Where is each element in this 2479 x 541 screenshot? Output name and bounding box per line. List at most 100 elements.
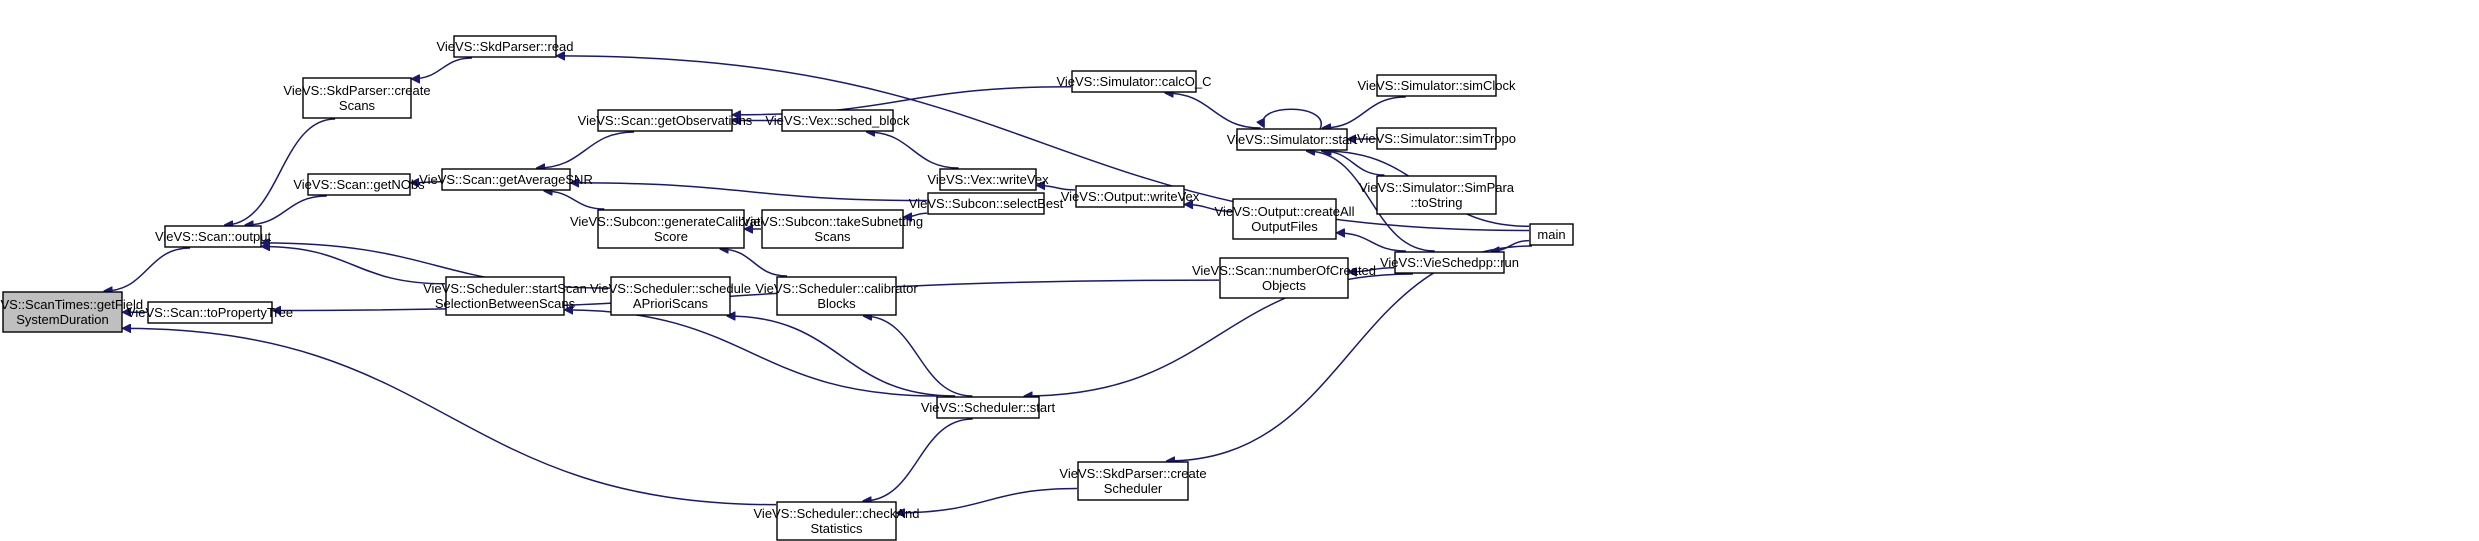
node-vex-sched-block[interactable]: VieVS::Vex::sched_block — [765, 109, 910, 132]
node-box — [936, 396, 1040, 419]
call-edge-main-to-skd-parser-read — [557, 56, 1530, 232]
node-label-line: VieVS::Vex::sched_block — [765, 113, 910, 128]
call-edge-skd-parser-create-scans-to-scan-output — [225, 118, 336, 225]
node-label-line: VieVS::Output::writeVex — [1061, 189, 1200, 204]
node-start-scan-selection[interactable]: VieVS::Scheduler::startScanSelectionBetw… — [423, 276, 587, 316]
call-edge-scheduler-start-to-check-and-statistics — [863, 418, 973, 501]
node-label-line: VieVS::Scan::output — [155, 229, 272, 244]
node-label-line: VieVS::Scheduler::schedule — [590, 281, 751, 296]
node-box — [1077, 461, 1189, 501]
call-edge-scheduler-start-to-start-scan-selection — [565, 310, 939, 397]
call-edge-scheduler-start-to-schedule-apriori-scans — [727, 316, 956, 397]
node-label-line: VieVS::SkdParser::create — [1059, 466, 1206, 481]
node-main[interactable]: main — [1529, 223, 1574, 246]
node-output-write-vex[interactable]: VieVS::Output::writeVex — [1061, 185, 1200, 208]
node-label-line: VieVS::Subcon::generateCalibrator — [570, 214, 773, 229]
node-box — [1071, 70, 1197, 93]
call-edge-simulator-sim-para-to-string-to-simulator-start — [1322, 151, 1385, 176]
call-edge-subcon-select-best-to-scan-get-average-snr — [571, 183, 928, 202]
call-edge-start-scan-selection-to-scan-output — [262, 246, 446, 285]
call-edge-scan-output-to-get-field-system-duration — [104, 247, 191, 291]
node-simulator-calc-oc[interactable]: VieVS::Simulator::calcO_C — [1056, 70, 1212, 93]
node-box — [927, 192, 1045, 215]
node-box — [164, 225, 262, 248]
node-label-line: VieVS::Subcon::takeSubnetting — [742, 214, 923, 229]
node-label-line: Blocks — [817, 296, 856, 311]
node-box — [1232, 198, 1337, 240]
node-label-line: Score — [654, 229, 688, 244]
node-simulator-start[interactable]: VieVS::Simulator::start — [1227, 128, 1358, 151]
call-edge-simulator-sim-clock-to-simulator-start — [1323, 96, 1406, 128]
node-scan-get-nobs[interactable]: VieVS::Scan::getNObs — [293, 173, 425, 196]
node-label-line: VieVS::Simulator::start — [1227, 132, 1358, 147]
node-simulator-sim-tropo[interactable]: VieVS::Simulator::simTropo — [1357, 127, 1516, 150]
node-label-line: VieVS::Scan::numberOfCreated — [1192, 263, 1376, 278]
node-label-line: Scheduler — [1104, 481, 1163, 496]
node-skd-parser-read[interactable]: VieVS::SkdParser::read — [436, 35, 574, 58]
node-label-line: VieVS::ScanTimes::getField — [0, 297, 143, 312]
node-box — [1394, 251, 1505, 274]
node-label-line: VieVS::Scan::toPropertyTree — [127, 305, 293, 320]
node-box — [302, 77, 412, 119]
node-label-line: VieVS::SkdParser::create — [283, 83, 430, 98]
call-edge-scheduler-calibrator-blocks-to-subcon-generate-calibrator-score — [720, 249, 788, 277]
node-scheduler-start[interactable]: VieVS::Scheduler::start — [921, 396, 1056, 419]
node-label-line: Objects — [1262, 278, 1307, 293]
node-box — [776, 501, 897, 541]
node-vie-schedpp-run[interactable]: VieVS::VieSchedpp::run — [1380, 251, 1519, 274]
call-edge-scan-get-nobs-to-scan-output — [245, 195, 327, 225]
node-label-line: Scans — [814, 229, 851, 244]
node-label-line: VieVS::Vex::writeVex — [927, 172, 1049, 187]
call-edge-scheduler-start-to-scheduler-calibrator-blocks — [864, 316, 973, 397]
call-edge-subcon-select-best-to-subcon-take-subnetting-scans — [904, 212, 928, 217]
node-box — [597, 109, 733, 132]
node-vex-write-vex[interactable]: VieVS::Vex::writeVex — [927, 168, 1049, 191]
node-label-line: VieVS::Simulator::calcO_C — [1056, 74, 1211, 89]
node-scan-output[interactable]: VieVS::Scan::output — [155, 225, 272, 248]
call-edge-skd-parser-create-scheduler-to-check-and-statistics — [897, 487, 1078, 513]
node-label-line: VieVS::Scheduler::calibrator — [755, 281, 918, 296]
node-box — [1529, 223, 1574, 246]
node-simulator-sim-clock[interactable]: VieVS::Simulator::simClock — [1358, 74, 1516, 97]
node-label-line: VieVS::Scan::getObservations — [578, 113, 753, 128]
node-label-line: Statistics — [810, 521, 863, 536]
node-box — [441, 168, 571, 191]
call-edge-main-to-vie-schedpp-run — [1491, 239, 1530, 251]
node-box — [1219, 257, 1349, 299]
node-box — [1376, 127, 1497, 150]
node-label-line: OutputFiles — [1251, 219, 1318, 234]
node-scan-get-observations[interactable]: VieVS::Scan::getObservations — [578, 109, 753, 132]
node-box — [147, 301, 273, 324]
node-label-line: APrioriScans — [633, 296, 709, 311]
node-scan-to-property-tree[interactable]: VieVS::Scan::toPropertyTree — [127, 301, 293, 324]
node-label-line: SystemDuration — [16, 312, 108, 327]
node-simulator-sim-para-to-string[interactable]: VieVS::Simulator::SimPara::toString — [1359, 175, 1515, 215]
node-label-line: ::toString — [1410, 195, 1462, 210]
node-box — [761, 209, 904, 249]
node-box — [2, 291, 123, 333]
node-label-line: VieVS::Simulator::SimPara — [1359, 180, 1515, 195]
call-edge-simulator-start-to-simulator-calc-oc — [1165, 93, 1261, 129]
call-edge-skd-parser-read-to-skd-parser-create-scans — [412, 57, 472, 79]
node-label-line: VieVS::Scheduler::checkAnd — [754, 506, 920, 521]
node-label-line: main — [1537, 227, 1565, 242]
node-label-line: VieVS::Simulator::simTropo — [1357, 131, 1516, 146]
node-label-line: VieVS::SkdParser::read — [436, 39, 573, 54]
node-label-line: VieVS::VieSchedpp::run — [1380, 255, 1519, 270]
node-subcon-select-best[interactable]: VieVS::Subcon::selectBest — [909, 192, 1064, 215]
node-label-line: Scans — [339, 98, 376, 113]
node-box — [597, 209, 745, 249]
node-scan-get-average-snr[interactable]: VieVS::Scan::getAverageSNR — [419, 168, 593, 191]
node-box — [1376, 74, 1497, 97]
